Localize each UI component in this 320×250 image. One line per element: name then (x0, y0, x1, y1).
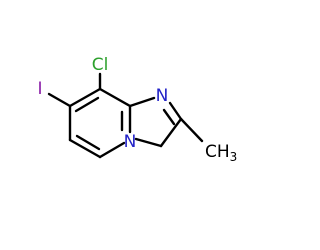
bond-c8-c8a (98, 87, 132, 108)
bridge-nitrogen-label: N (124, 132, 137, 152)
structure-canvas: Cl I N N CH3 (37, 55, 237, 164)
methyl-subscript: 3 (230, 150, 238, 164)
bond-c2-c3 (159, 117, 183, 148)
iodine-atom-label: I (37, 79, 42, 99)
bond-c5-n4 (98, 141, 126, 159)
ring-nitrogen-label: N (156, 86, 169, 106)
atom-labels: Cl I N N CH3 (37, 55, 237, 164)
bond-c6-c5 (68, 138, 102, 159)
methyl-ch-text: CH (205, 142, 230, 162)
bond-c8a-n1 (128, 96, 156, 108)
molecule-diagram: Cl I N N CH3 (37, 55, 237, 164)
bond-c2-ch3 (179, 117, 204, 143)
bond-n1-c2-inner (162, 108, 176, 126)
methyl-group-label: CH3 (205, 142, 237, 164)
bond-c7-i (47, 92, 72, 108)
bond-c8-c7-inner (74, 96, 100, 113)
bond-layer (47, 72, 204, 159)
chlorine-atom-label: Cl (92, 55, 109, 75)
bond-c3-n4 (134, 137, 163, 148)
bond-c8-c7 (68, 87, 102, 108)
bond-c6-c5-inner (75, 134, 101, 151)
bond-n1-c2 (168, 101, 183, 121)
